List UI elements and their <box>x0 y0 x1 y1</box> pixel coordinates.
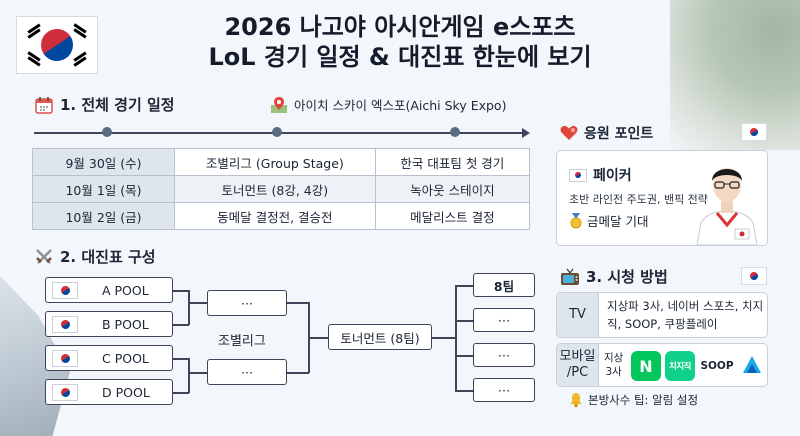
medal-expectation: 금메달 기대 <box>569 211 648 230</box>
bracket-connector <box>287 302 309 304</box>
group-stage-label: 조별리그 <box>218 334 266 349</box>
bracket-connector <box>188 358 190 393</box>
terrestrial-label: 지상 3사 <box>604 352 624 378</box>
schedule-heading: 1. 전체 경기 일정 <box>34 94 175 115</box>
pool-d-box: D POOL <box>45 379 173 405</box>
bracket-connector <box>188 290 190 325</box>
watch-heading: 3. 시청 방법 <box>560 266 668 287</box>
korea-flag-icon <box>52 281 78 299</box>
table-row: 10월 1일 (목) 토너먼트 (8강, 4강) 녹아웃 스테이지 <box>32 175 531 203</box>
final-team-box: 8팀 <box>473 273 535 297</box>
bell-icon <box>568 392 584 408</box>
mobile-panel: 모바일 /PC 지상 3사 N 치지직 SOOP <box>556 343 768 387</box>
background-art-right <box>670 0 800 150</box>
bracket-connector <box>173 290 189 292</box>
timeline-dot <box>450 127 460 137</box>
crossed-swords-icon <box>34 247 54 267</box>
bracket-heading: 2. 대진표 구성 <box>34 246 156 267</box>
pool-a-box: A POOL <box>45 277 173 303</box>
final-team-box: ··· <box>473 343 535 367</box>
cheer-heading: 응원 포인트 <box>560 123 653 143</box>
bracket-connector <box>173 324 189 326</box>
bracket-connector <box>455 285 473 287</box>
group-winner-box: ··· <box>207 290 287 316</box>
venue-label: 아이치 스카이 엑스포(Aichi Sky Expo) <box>270 95 506 114</box>
bracket-connector <box>432 337 456 339</box>
soop-logo[interactable]: SOOP <box>700 360 734 372</box>
tv-label: TV <box>557 293 599 337</box>
bracket-connector <box>455 320 473 322</box>
korea-flag <box>16 16 98 74</box>
coupang-play-logo[interactable] <box>737 351 767 381</box>
heart-icon <box>560 125 578 141</box>
chzzk-logo[interactable]: 치지직 <box>665 351 695 381</box>
bracket-connector <box>455 390 473 392</box>
korea-flag-icon <box>741 267 767 285</box>
table-row: 10월 2일 (금) 동메달 결정전, 결승전 메달리스트 결정 <box>32 202 531 230</box>
bracket-connector <box>455 285 457 391</box>
naver-logo[interactable]: N <box>631 351 661 381</box>
bracket-connector <box>173 392 189 394</box>
tv-channels: 지상파 3사, 네이버 스포츠, 치지직, SOOP, 쿠팡플레이 <box>607 299 764 331</box>
pool-c-box: C POOL <box>45 345 173 371</box>
bracket-connector <box>173 358 189 360</box>
map-pin-icon <box>270 96 288 114</box>
final-team-box: ··· <box>473 308 535 332</box>
cheer-panel: 페이커 초반 라인전 주도권, 밴픽 전략 금메달 기대 <box>556 150 768 246</box>
group-winner-box: ··· <box>207 359 287 385</box>
tournament-box: 토너먼트 (8팀) <box>328 324 432 350</box>
timeline-dot <box>272 127 282 137</box>
mobile-pc-label: 모바일 /PC <box>557 344 599 386</box>
bracket-connector <box>188 372 207 374</box>
gold-medal-icon <box>569 212 583 229</box>
final-team-box: ··· <box>473 378 535 402</box>
player-avatar <box>691 153 763 245</box>
tv-panel: TV 지상파 3사, 네이버 스포츠, 치지직, SOOP, 쿠팡플레이 <box>556 292 768 338</box>
korea-flag-icon <box>569 168 587 182</box>
bracket-connector <box>455 355 473 357</box>
bracket-connector <box>287 372 309 374</box>
table-row: 9월 30일 (수) 조별리그 (Group Stage) 한국 대표팀 첫 경… <box>32 148 531 176</box>
bracket-connector <box>188 302 207 304</box>
player-desc: 초반 라인전 주도권, 밴픽 전략 <box>569 193 708 206</box>
bracket-connector <box>308 337 328 339</box>
pool-b-box: B POOL <box>45 311 173 337</box>
korea-flag-icon <box>52 315 78 333</box>
tv-icon <box>560 268 580 286</box>
calendar-icon <box>34 95 54 115</box>
schedule-table: 9월 30일 (수) 조별리그 (Group Stage) 한국 대표팀 첫 경… <box>32 148 531 230</box>
watch-tip: 본방사수 팁: 알림 설정 <box>568 392 698 408</box>
page-title: 2026 나고야 아시안게임 e스포츠 LoL 경기 일정 & 대진표 한눈에 … <box>208 13 592 71</box>
timeline-dot <box>102 127 112 137</box>
player-name: 페이커 <box>569 165 632 185</box>
korea-flag-icon <box>52 349 78 367</box>
korea-flag-icon <box>741 123 767 141</box>
korea-flag-icon <box>52 383 78 401</box>
